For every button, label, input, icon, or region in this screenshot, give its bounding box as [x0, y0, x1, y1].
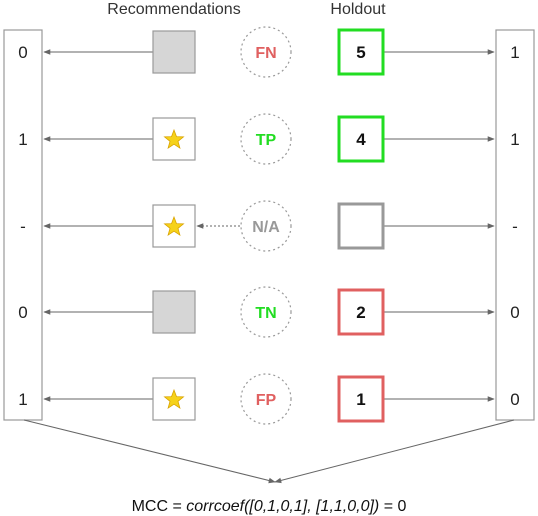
holdout-header: Holdout	[330, 1, 386, 18]
outcome-circle	[240, 26, 292, 78]
holdout-rating-box	[337, 202, 385, 250]
recommendation-vector-value: -	[20, 217, 26, 236]
not-recommended-item-box	[152, 30, 196, 74]
holdout-vector-value: 0	[510, 303, 519, 322]
holdout-rating-box	[337, 375, 385, 423]
holdout-vector-value: 0	[510, 390, 519, 409]
holdout-rating-value: 5	[356, 43, 365, 62]
holdout-rating-box	[337, 115, 385, 163]
outcome-label: TP	[256, 132, 277, 149]
outcome-circle	[240, 200, 292, 252]
outcome-circle	[240, 286, 292, 338]
not-recommended-item-box	[152, 290, 196, 334]
holdout-vector-value: -	[512, 217, 518, 236]
recommendation-vector-value: 1	[18, 130, 27, 149]
outcome-label: N/A	[252, 219, 280, 236]
holdout-rating-box	[337, 288, 385, 336]
holdout-vector-box	[495, 29, 535, 421]
holdout-rating-box	[337, 28, 385, 76]
holdout-rating-value: 4	[356, 130, 366, 149]
recommendation-vector-value: 0	[18, 43, 27, 62]
star-icon	[163, 215, 185, 237]
formula-suffix: = 0	[379, 498, 406, 515]
mcc-formula: MCC = corrcoef([0,1,0,1], [1,1,0,0]) = 0	[132, 498, 407, 515]
formula-prefix: MCC =	[132, 498, 187, 515]
star-icon	[163, 388, 185, 410]
outcome-circle	[240, 113, 292, 165]
recommendations-header: Recommendations	[107, 1, 240, 18]
recommendation-vector-value: 0	[18, 303, 27, 322]
recommendation-vector-box	[3, 29, 43, 421]
holdout-vector-value: 1	[510, 130, 519, 149]
recommendation-vector-value: 1	[18, 390, 27, 409]
holdout-vector-value: 1	[510, 43, 519, 62]
outcome-label: TN	[255, 305, 276, 322]
left-converge-arrow	[23, 419, 276, 484]
outcome-label: FP	[256, 392, 277, 409]
formula-expression: corrcoef([0,1,0,1], [1,1,0,0])	[186, 498, 379, 515]
right-converge-arrow	[274, 419, 515, 484]
holdout-rating-value: 2	[356, 303, 365, 322]
outcome-label: FN	[255, 45, 276, 62]
outcome-circle	[240, 373, 292, 425]
holdout-rating-value: 1	[356, 390, 365, 409]
star-icon	[163, 128, 185, 150]
